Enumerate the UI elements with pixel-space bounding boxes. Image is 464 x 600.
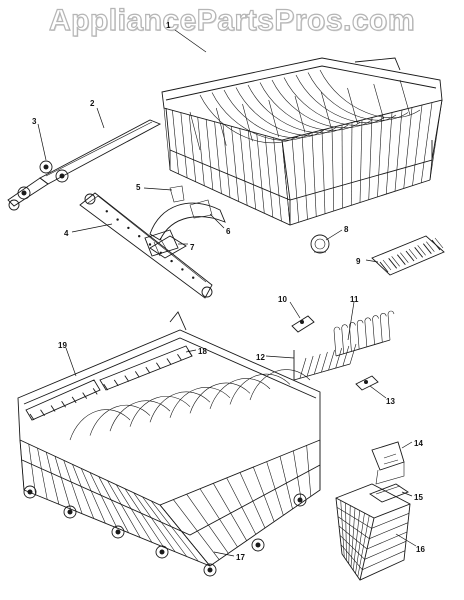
basket-holder [371,441,405,485]
upper-rack [161,57,443,226]
callout-7: 7 [190,243,195,252]
callout-8: 8 [344,225,349,234]
callout-18: 18 [198,347,207,356]
callout-17: 17 [236,553,245,562]
roller-hub [21,190,27,196]
tine-row-upper [333,310,395,357]
roller-hub [59,173,65,179]
roller-wheel [8,199,20,211]
rack-wheel [251,538,265,552]
tine-row-lower [293,343,357,381]
callout-labels: 1 2 3 4 5 6 7 8 9 10 11 12 13 14 15 16 1… [32,21,425,562]
tine-clip-small [291,315,315,333]
callout-4: 4 [64,229,69,238]
rack-knob [310,234,330,254]
callout-11: 11 [350,295,359,304]
rack-wheel [293,493,307,507]
tine-clip-bracket [355,375,379,391]
callout-3: 3 [32,117,37,126]
silverware-basket [335,483,411,581]
roller-wheel [39,160,53,174]
callout-10: 10 [278,295,287,304]
callout-6: 6 [226,227,231,236]
roller-hub [43,164,49,170]
rack-wheel [63,505,77,519]
callout-12: 12 [256,353,265,362]
feed-tube [144,185,226,257]
rack-rail-assembly [7,119,162,211]
callout-15: 15 [414,493,423,502]
callout-16: 16 [416,545,425,554]
callout-14: 14 [414,439,423,448]
callout-9: 9 [356,257,361,266]
callout-5: 5 [136,183,141,192]
watermark-logo: AppliancePartsPros.com [48,3,416,37]
callout-19: 19 [58,341,67,350]
rack-wheel [23,485,37,499]
leader-lines [37,29,417,557]
rack-clip-strip-left [25,379,101,421]
roller-wheel [17,186,31,200]
callout-13: 13 [386,397,395,406]
cup-shelf-clip-strip [371,235,445,276]
callout-1: 1 [166,21,171,30]
rack-wheel [155,545,169,559]
callout-2: 2 [90,99,95,108]
lower-rack [17,311,321,577]
roller-wheel [55,169,69,183]
rack-wheel [111,525,125,539]
spray-arm [79,192,213,299]
rack-wheel [203,563,217,577]
basket-lid [369,483,409,503]
